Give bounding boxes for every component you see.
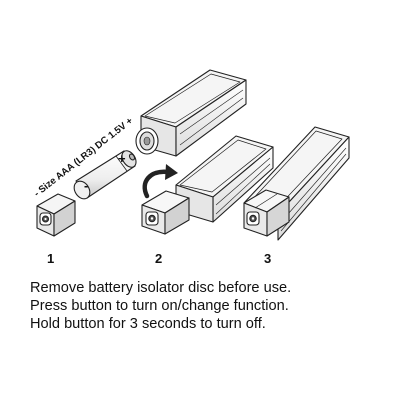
rotation-arrow-icon	[142, 164, 178, 199]
aaa-battery: + -	[73, 150, 137, 200]
step-3-number: 3	[264, 251, 271, 266]
instructions-block: Remove battery isolator disc before use.…	[30, 279, 390, 333]
light-body-step2	[141, 135, 274, 235]
instruction-line: Press button to turn on/change function.	[30, 298, 289, 314]
instruction-line: Remove battery isolator disc before use.	[30, 280, 292, 296]
end-cap	[36, 193, 76, 237]
light-body-open	[135, 69, 247, 157]
instruction-line: Hold button for 3 seconds to turn off.	[30, 316, 266, 332]
battery-installation-diagram: + - - Size AAA (LR3) DC 1.5V +	[32, 69, 350, 266]
step-2-number: 2	[155, 251, 162, 266]
light-body-closed	[243, 126, 350, 241]
battery-plus-sign: +	[118, 151, 126, 166]
step-1-number: 1	[47, 251, 54, 266]
battery-minus-sign: -	[84, 178, 88, 193]
